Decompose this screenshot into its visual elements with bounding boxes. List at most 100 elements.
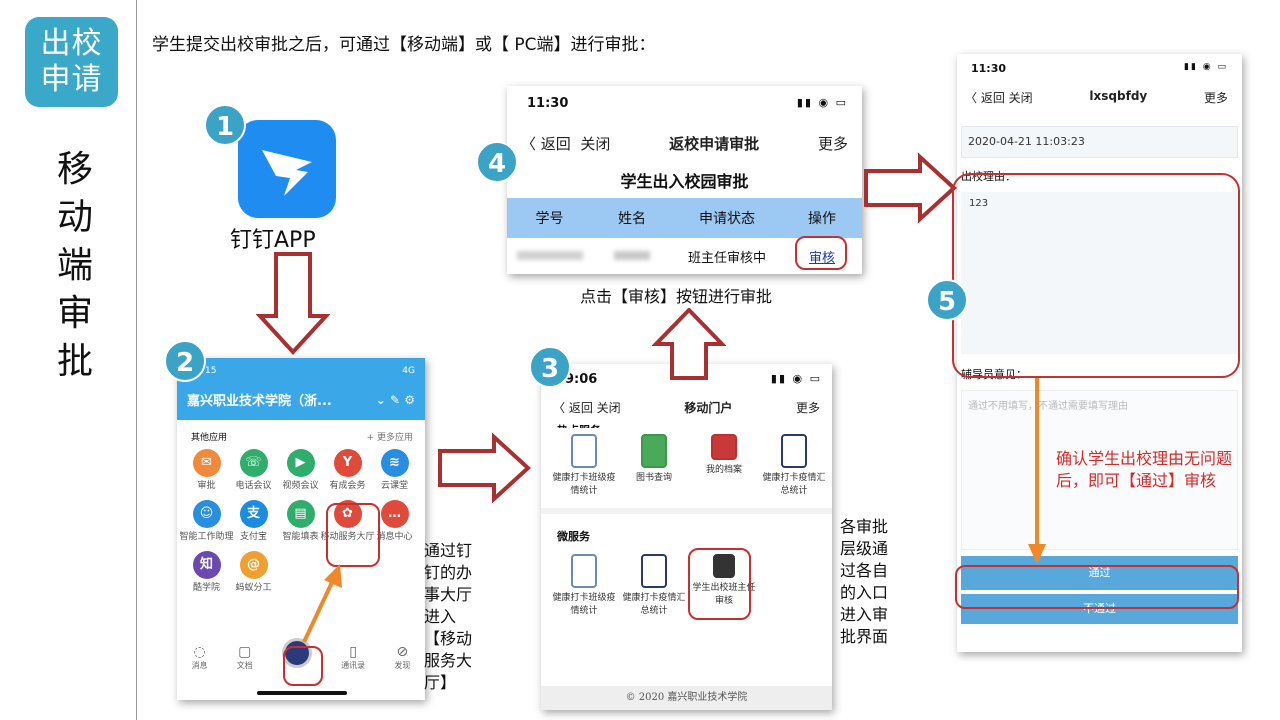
- app-label: 电话会议: [235, 481, 272, 491]
- back-button[interactable]: 〈 返回: [521, 135, 571, 153]
- col-header: 操作: [808, 211, 836, 227]
- header-actions[interactable]: ⌄ ✎ ⚙: [375, 392, 415, 407]
- app-label: 审批: [197, 481, 216, 491]
- app-tile[interactable]: … 消息中心: [371, 500, 418, 543]
- micro-section-title: 微服务: [557, 530, 590, 543]
- app-icon: ☺: [192, 500, 221, 528]
- app-label: 智能工作助理: [179, 532, 234, 542]
- dingtalk-workbench-screenshot: 15 4G 嘉兴职业技术学院（浙... ⌄ ✎ ⚙ 其他应用 + 更多应用 ✉ 审…: [177, 358, 425, 700]
- app-icon: 支: [239, 500, 268, 528]
- app-tile[interactable]: 支支付宝: [230, 500, 277, 543]
- app-tile[interactable]: @蚂蚁分工: [230, 551, 277, 594]
- micro-item[interactable]: 健康打卡疫情汇总统计: [619, 554, 689, 618]
- back-button[interactable]: 〈 返回: [965, 91, 1005, 105]
- more-button[interactable]: 更多: [817, 135, 848, 153]
- app-icon: 知: [192, 551, 221, 579]
- hot-item[interactable]: 我的档案: [689, 434, 759, 498]
- status-time: 11:30: [527, 96, 569, 111]
- highlight-exit-approval-item: [688, 548, 751, 620]
- hot-services: 健康打卡班级疫情统计 图书查询 我的档案 健康打卡疫情汇总统计: [541, 428, 832, 498]
- approve-button[interactable]: 通过: [961, 556, 1238, 590]
- step-5-marker: 5: [926, 279, 968, 321]
- tab-discover[interactable]: ⊘发现: [394, 644, 411, 670]
- hot-item[interactable]: 健康打卡疫情汇总统计: [759, 434, 829, 498]
- close-button[interactable]: 关闭: [1008, 91, 1033, 105]
- app-label: 智能填表: [282, 532, 319, 542]
- tab-messages[interactable]: ◌消息: [191, 644, 208, 670]
- col-header: 申请状态: [699, 211, 755, 227]
- app-label: 消息中心: [376, 532, 413, 542]
- app-icon: @: [239, 551, 268, 579]
- status-icons: ▮▮ ◉ ▭: [770, 372, 822, 385]
- section-other-apps: 其他应用: [191, 433, 228, 443]
- table-row: 班主任审核中 审核: [507, 238, 862, 274]
- status-signal: 4G: [402, 366, 415, 376]
- app-tile[interactable]: ☺ 智能工作助理: [179, 500, 234, 543]
- reject-button[interactable]: 不通过: [961, 594, 1238, 624]
- highlight-reason-field: [952, 173, 1240, 378]
- vertical-char: 移: [56, 149, 93, 190]
- orange-arrow-down-icon: [1028, 378, 1046, 564]
- badge-line1: 出校: [40, 26, 103, 61]
- app-tile[interactable]: ≋ 云课堂: [371, 449, 418, 492]
- page-title: lxsqbfdy: [1089, 89, 1148, 103]
- approval-detail-screenshot: 11:30 ▮▮ ◉ ▭ 〈 返回 关闭 lxsqbfdy 更多 2020-04…: [957, 54, 1242, 652]
- step-3-marker: 3: [529, 346, 571, 388]
- col-header: 学号: [535, 211, 564, 227]
- blurred-student-id: [516, 250, 583, 260]
- close-button[interactable]: 关闭: [580, 135, 611, 153]
- status-icons: ▮▮ ◉ ▭: [796, 96, 848, 109]
- vertical-char: 审: [56, 293, 93, 334]
- table-title: 学生出入校园审批: [620, 172, 749, 191]
- app-label: 云课堂: [380, 481, 408, 491]
- vertical-title: 移 动 端 审 批: [52, 146, 98, 386]
- step-2-marker: 2: [164, 340, 206, 382]
- vertical-char: 动: [56, 197, 93, 238]
- home-indicator: [257, 691, 347, 695]
- tab-contacts[interactable]: ▯通讯录: [341, 644, 366, 670]
- dingtalk-app-icon: [238, 120, 336, 218]
- arrow-right-icon: [438, 433, 531, 503]
- micro-item[interactable]: 健康打卡班级疫情统计: [549, 554, 619, 618]
- app-icon: ☏: [239, 449, 268, 477]
- vertical-char: 批: [56, 341, 93, 382]
- app-icon: ≋: [380, 449, 409, 477]
- note-step5: 确认学生出校理由无问题后，即可【通过】审核: [1056, 449, 1233, 490]
- row-status: 班主任审核中: [687, 250, 766, 266]
- app-label: 视频会议: [282, 481, 319, 491]
- counselor-opinion-input[interactable]: 通过不用填写，不通过需要填写理由: [961, 390, 1238, 550]
- app-icon: ✉: [192, 449, 221, 477]
- app-label: 移动服务大厅: [320, 532, 375, 542]
- section-separator: [541, 508, 832, 514]
- app-tile[interactable]: ☏ 电话会议: [230, 449, 277, 492]
- divider: [136, 0, 137, 720]
- app-icon: …: [380, 500, 409, 528]
- back-button[interactable]: 〈 返回: [553, 401, 593, 415]
- micro-item-exit-approval[interactable]: 学生出校班主任审核: [689, 554, 759, 618]
- orange-arrow-icon: [302, 564, 342, 643]
- app-tile[interactable]: 知酷学院: [183, 551, 230, 594]
- dingtalk-label: 钉钉APP: [230, 228, 316, 253]
- status-time: 15: [205, 366, 217, 376]
- highlight-workbench-tab: [283, 646, 323, 686]
- tab-docs[interactable]: ▢文档: [236, 644, 253, 670]
- app-tile[interactable]: ▶视频会议: [277, 449, 324, 492]
- note-step2: 通过钉钉的办事大厅进入【移动服务大厅】: [424, 541, 473, 692]
- highlight-review-button: [795, 236, 847, 270]
- hot-item[interactable]: 图书查询: [619, 434, 689, 498]
- hot-item[interactable]: 健康打卡班级疫情统计: [549, 434, 619, 498]
- more-apps-link[interactable]: + 更多应用: [366, 433, 413, 443]
- app-tile[interactable]: ▤智能填表: [277, 500, 324, 543]
- school-switcher[interactable]: 嘉兴职业技术学院（浙...: [187, 394, 332, 409]
- more-button[interactable]: 更多: [795, 401, 820, 415]
- status-time: 9:06: [565, 372, 598, 387]
- reason-field: 123: [961, 192, 1238, 354]
- highlight-approve-button: [955, 565, 1239, 609]
- micro-services: 健康打卡班级疫情统计 健康打卡疫情汇总统计 学生出校班主任审核: [541, 544, 832, 618]
- close-button[interactable]: 关闭: [596, 401, 621, 415]
- review-button[interactable]: 审核: [808, 250, 835, 266]
- more-button[interactable]: 更多: [1203, 91, 1228, 105]
- app-tile[interactable]: ✉ 审批: [183, 449, 230, 492]
